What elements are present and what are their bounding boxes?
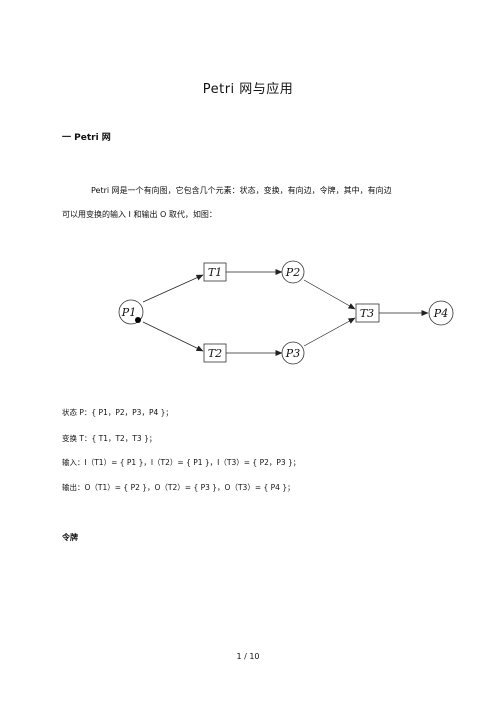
section-heading: 一 Petri 网 — [62, 133, 111, 143]
states-definition: 状态 P：{ P1，P2，P3，P4 }； — [62, 408, 173, 417]
arc-p1-t1 — [142, 274, 204, 303]
paragraph-line-2: 可以用变换的输入 I 和输出 O 取代，如图： — [62, 210, 217, 219]
transition-t3: T3 — [355, 303, 380, 323]
arc-p1-t2 — [142, 321, 204, 352]
input-definition: 输入：I（T1）= { P1 }，I（T2）= { P1 }，I（T3）= { … — [62, 458, 301, 467]
transitions-definition: 变换 T：{ T1，T2，T3 }； — [62, 434, 157, 443]
transition-t2-label: T2 — [208, 347, 222, 360]
transition-t3-label: T3 — [360, 307, 374, 320]
token-dot — [135, 317, 141, 323]
place-p1: P1 — [118, 299, 144, 325]
document-title: Petri 网与应用 — [202, 82, 294, 97]
place-p1-label: P1 — [121, 306, 136, 319]
place-p3-label: P3 — [285, 347, 300, 360]
place-p2: P2 — [281, 260, 305, 284]
token-heading: 令牌 — [62, 533, 78, 542]
place-p4: P4 — [428, 300, 454, 326]
place-p3: P3 — [281, 341, 305, 365]
paragraph-line-1: Petri 网是一个有向图，它包含几个元素：状态，变换，有向边，令牌，其中，有向… — [91, 186, 392, 195]
place-p4-label: P4 — [433, 307, 448, 320]
transition-t2: T2 — [203, 343, 227, 363]
arc-p2-t3 — [303, 279, 356, 310]
arc-p3-t3 — [303, 317, 356, 347]
output-definition: 输出：O（T1）= { P2 }，O（T2）= { P3 }，O（T3）= { … — [62, 483, 295, 492]
place-p2-label: P2 — [285, 266, 300, 279]
transition-t1-label: T1 — [208, 266, 222, 279]
transition-t1: T1 — [203, 262, 227, 282]
page-number: 1 / 10 — [236, 652, 260, 661]
